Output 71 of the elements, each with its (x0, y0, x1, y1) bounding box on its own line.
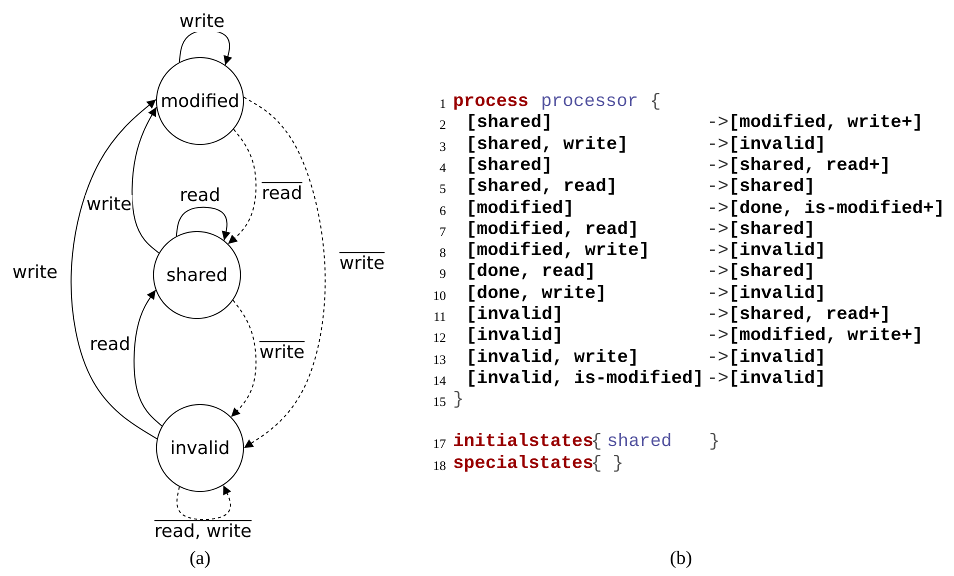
edge-label: write (178, 12, 226, 32)
state-circle (153, 231, 241, 319)
code-transition: ->[shared] (707, 178, 816, 196)
brace: } (453, 391, 464, 410)
line-number: 2 (438, 118, 446, 132)
panel-caption: (b) (670, 549, 692, 568)
code-transition: ->[done, is-modified+] (707, 200, 945, 218)
code-pattern: [invalid] (466, 306, 564, 324)
code-pattern: [shared] (466, 156, 552, 175)
transition-arrow (70, 98, 158, 440)
code-transition: ->[invalid] (707, 136, 826, 154)
panel-caption: (a) (189, 549, 211, 568)
keyword: specialstates (453, 455, 594, 473)
transition-arrow (243, 96, 326, 448)
identifier: processor (541, 93, 638, 111)
brace: { } (591, 455, 624, 473)
code-pattern: [shared, write] (466, 136, 628, 154)
line-number: 6 (438, 204, 446, 216)
state-label: shared (166, 264, 228, 286)
state-circle (156, 404, 244, 492)
state-circle (156, 57, 244, 145)
transition-arrow (132, 106, 160, 254)
line-number: 12 (432, 331, 446, 344)
code-transition: ->[modified, write+] (707, 327, 924, 346)
code-pattern: [shared] (466, 114, 552, 132)
code-transition: ->[shared] (707, 263, 816, 282)
edge-label: read, write (153, 522, 253, 542)
line-number: 7 (438, 224, 446, 238)
code-pattern: [invalid] (466, 327, 564, 346)
code-transition: ->[shared, read+] (707, 156, 891, 175)
line-number: 10 (432, 288, 446, 302)
brace: { (591, 433, 602, 451)
code-pattern: [shared, read] (466, 178, 618, 196)
keyword: initialstates (453, 433, 594, 451)
line-number: 8 (438, 246, 446, 260)
code-transition: ->[shared] (707, 220, 816, 239)
code-transition: ->[invalid] (707, 284, 826, 303)
line-number: 15 (432, 395, 446, 408)
transition-arrow (134, 290, 162, 426)
keyword: process (453, 93, 529, 111)
line-number: 3 (438, 140, 446, 153)
code-pattern: [invalid, write] (466, 348, 639, 367)
line-number: 11 (432, 310, 446, 323)
code-pattern: [modified, write] (466, 242, 650, 260)
self-loop-arrow (176, 206, 231, 241)
code-pattern: [modified] (466, 200, 574, 218)
line-number: 9 (438, 267, 446, 280)
code-transition: ->[shared, read+] (707, 306, 891, 324)
code-pattern: [invalid, is-modified] (466, 370, 704, 388)
line-number: 18 (432, 459, 446, 472)
brace: { (650, 93, 661, 111)
line-number: 13 (432, 352, 446, 366)
code-transition: ->[invalid] (707, 348, 826, 367)
line-number: 17 (432, 437, 446, 450)
code-pattern: [modified, read] (466, 220, 639, 239)
line-number: 5 (438, 182, 446, 196)
line-number: 4 (438, 160, 446, 174)
state-label: invalid (170, 438, 230, 458)
state-label: modified (160, 90, 240, 112)
self-loop-arrow (176, 484, 232, 520)
code-transition: ->[invalid] (707, 370, 826, 388)
transition-arrow (230, 300, 256, 418)
brace: } (709, 433, 720, 451)
code-transition: ->[invalid] (707, 242, 826, 260)
line-number: 14 (432, 374, 446, 387)
transition-arrow (228, 128, 256, 244)
code-pattern: [done, write] (466, 284, 606, 303)
code-transition: ->[modified, write+] (707, 114, 924, 132)
line-number: 1 (438, 97, 446, 110)
code-pattern: [done, read] (466, 263, 596, 282)
identifier: shared (607, 433, 672, 451)
